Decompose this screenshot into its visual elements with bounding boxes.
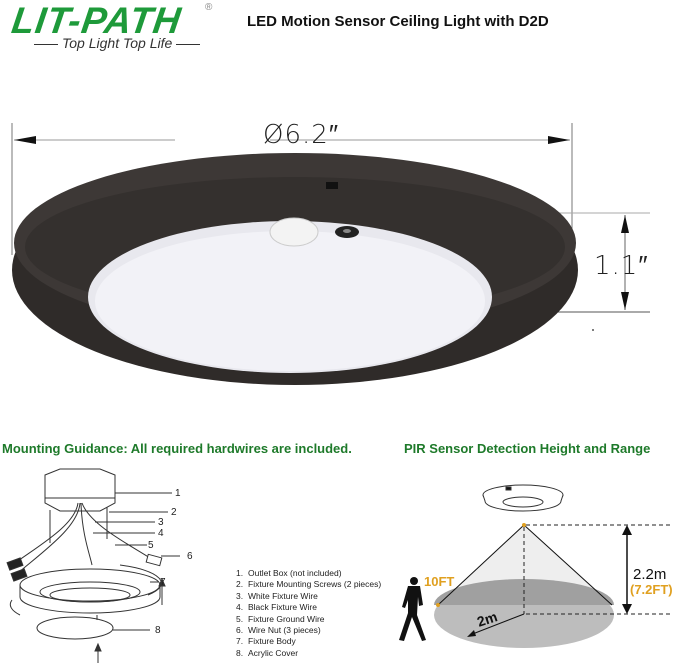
parts-list-item: 5.Fixture Ground Wire [236,613,325,624]
callout-7: 7 [160,577,166,588]
parts-list-item: 8.Acrylic Cover [236,647,299,658]
parts-list-item: 1.Outlet Box (not included) [236,568,342,578]
diameter-label: Ø6.2″ [263,120,340,150]
range-ft-label: 10FT [424,574,455,589]
callout-6: 6 [187,551,193,562]
pir-detection-title: PIR Sensor Detection Height and Range [404,441,651,456]
parts-list-item: 6.Wire Nut (3 pieces) [236,625,321,636]
walking-person-icon [399,577,426,641]
callout-8: 8 [155,625,161,636]
parts-list: 1.Outlet Box (not included) 2.Fixture Mo… [236,568,381,659]
page-title: LED Motion Sensor Ceiling Light with D2D [247,13,549,30]
mounting-guidance-title: Mounting Guidance: All required hardwire… [2,441,352,456]
callout-2: 2 [171,507,177,518]
callout-4: 4 [158,528,164,539]
callout-3: 3 [158,517,164,528]
brand-tagline: Top Light Top Life [30,35,204,51]
height-m-label: 2.2m [633,566,667,583]
parts-list-item: 4.Black Fixture Wire [236,602,317,613]
parts-list-item: 7.Fixture Body [236,636,296,647]
callout-1: 1 [175,488,181,499]
ceiling-light-icon [482,484,564,512]
product-image [11,123,650,385]
mounting-diagram: 1 2 3 4 5 6 7 8 [6,468,193,663]
parts-list-item: 3.White Fixture Wire [236,590,318,601]
brand-logo: LIT-PATH ® Top Light Top Life [2,0,217,52]
ceiling-light-fixture [12,153,578,385]
registered-mark: ® [205,2,213,13]
tagline-text: Top Light Top Life [62,35,173,51]
pir-detection-diagram [399,484,670,648]
callout-5: 5 [148,540,154,551]
height-ft-label: (7.2FT) [630,582,673,597]
height-label: 1.1″ [594,251,649,281]
parts-list-item: 2.Fixture Mounting Screws (2 pieces) [236,579,382,590]
